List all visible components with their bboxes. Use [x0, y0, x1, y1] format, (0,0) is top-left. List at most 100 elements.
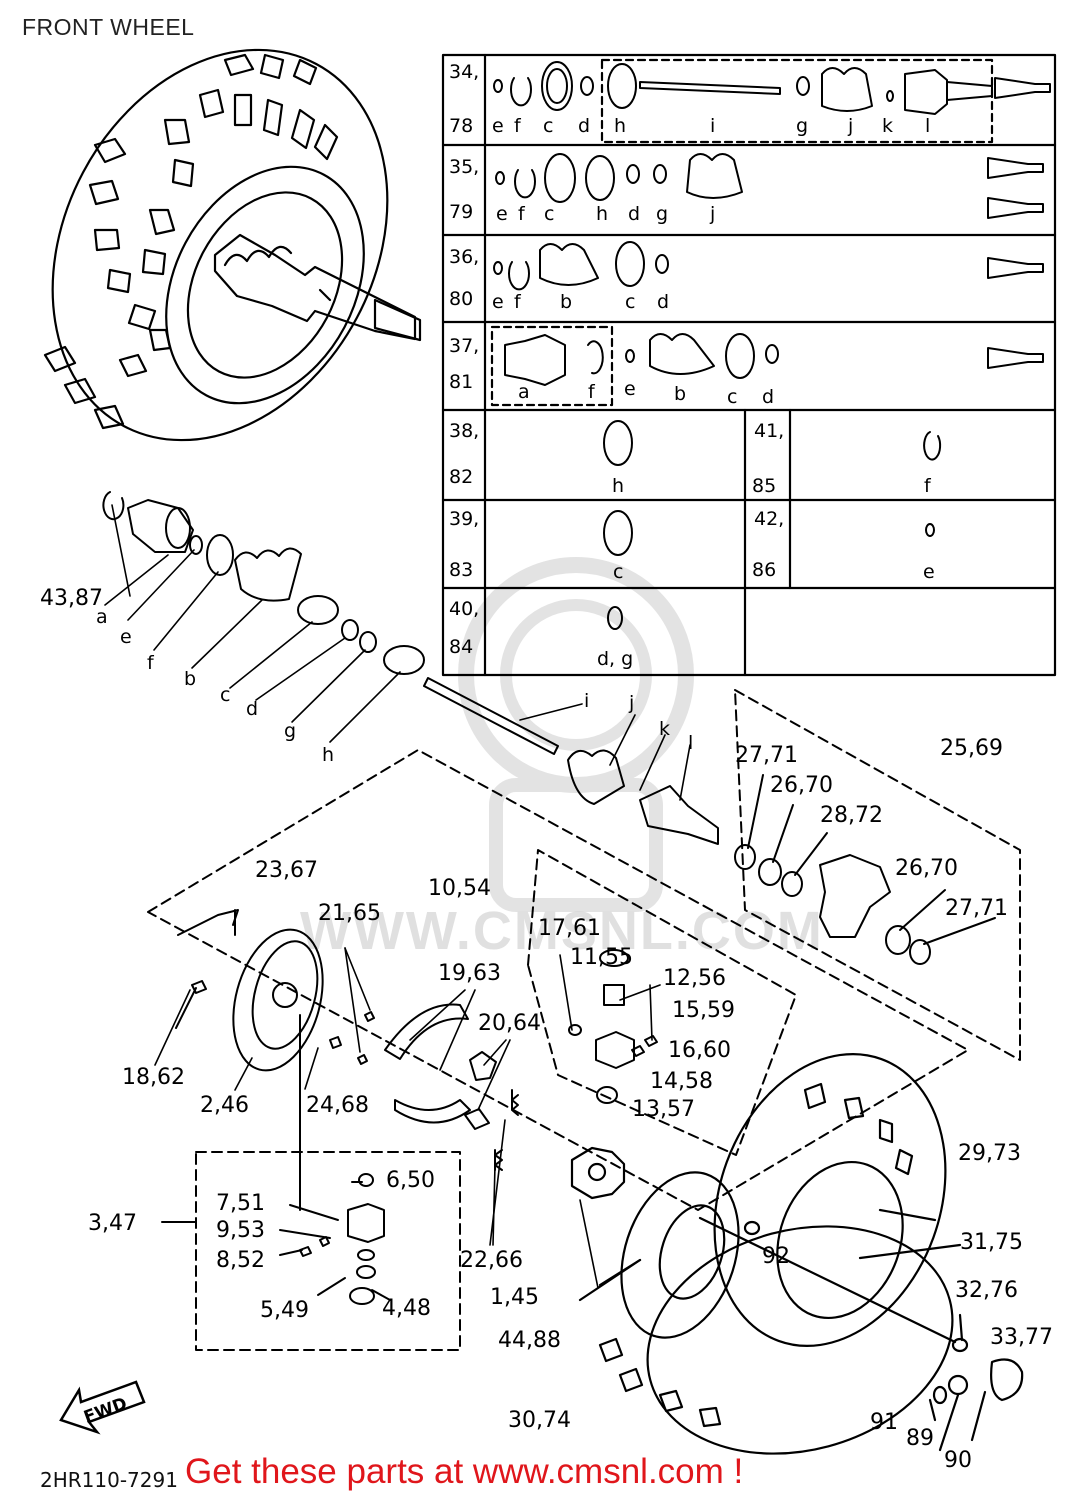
- callout: 7,51: [216, 1191, 265, 1216]
- callout: k: [659, 718, 671, 740]
- callout: 43,87: [40, 586, 103, 611]
- table-letter: d: [628, 203, 641, 225]
- table-letter: g: [656, 203, 669, 225]
- callout: e: [120, 626, 132, 648]
- callout: 6,50: [386, 1168, 435, 1193]
- callout: 44,88: [498, 1328, 561, 1353]
- table-ref: 37,: [449, 335, 480, 357]
- callout: 92: [762, 1244, 790, 1269]
- knuckle-group: [734, 689, 1021, 1061]
- callout: 33,77: [990, 1325, 1053, 1350]
- table-ref: 86: [752, 559, 777, 581]
- table-part-sketches: [493, 61, 1051, 630]
- table-letter: e: [923, 561, 935, 583]
- callout: 28,72: [820, 803, 883, 828]
- table-ref: 81: [449, 371, 474, 393]
- callout: 32,76: [955, 1278, 1018, 1303]
- table-ref: 36,: [449, 246, 480, 268]
- callout: 27,71: [945, 896, 1008, 921]
- callout: 1,45: [490, 1285, 539, 1310]
- table-letter: b: [674, 383, 687, 405]
- table-ref: 34,: [449, 61, 480, 83]
- table-ref: 80: [449, 288, 474, 310]
- table-ref: 42,: [754, 508, 785, 530]
- callout: 19,63: [438, 961, 501, 986]
- table-letter: f: [588, 381, 595, 403]
- letter-leaders: [104, 504, 691, 801]
- callout: 27,71: [735, 743, 798, 768]
- callout: 14,58: [650, 1069, 713, 1094]
- table-letter: l: [925, 115, 931, 137]
- camshaft-group: [568, 949, 658, 1104]
- callout: 5,49: [260, 1298, 309, 1323]
- table-ref: 78: [449, 115, 474, 137]
- table-ref: 82: [449, 466, 474, 488]
- callout: 9,53: [216, 1218, 265, 1243]
- table-letter: c: [613, 561, 624, 583]
- table-letter: e: [492, 291, 504, 313]
- callout: 89: [906, 1426, 934, 1451]
- table-letter: f: [518, 203, 525, 225]
- table-letter: i: [710, 115, 716, 137]
- callout: 11,55: [570, 945, 633, 970]
- callout: 22,66: [460, 1248, 523, 1273]
- table-letter: f: [924, 475, 931, 497]
- callout: l: [688, 732, 694, 754]
- callout: j: [629, 692, 635, 714]
- callout: 12,56: [663, 966, 726, 991]
- table-letter: h: [612, 475, 625, 497]
- table-letter: c: [543, 115, 554, 137]
- table-letter: f: [514, 115, 521, 137]
- callout: 26,70: [895, 856, 958, 881]
- callout: a: [96, 606, 108, 628]
- sub-assembly-box: [161, 1151, 461, 1351]
- table-letter: h: [596, 203, 609, 225]
- callout: f: [147, 652, 154, 674]
- callout: d: [246, 698, 259, 720]
- watermark-text: WWW.CMSNL.COM: [300, 901, 824, 961]
- table-letter: e: [492, 115, 504, 137]
- callout: b: [184, 668, 197, 690]
- callout: 30,74: [508, 1408, 571, 1433]
- callout: 4,48: [382, 1296, 431, 1321]
- table-letter: k: [882, 115, 894, 137]
- drawing-code: 2HR110-7291: [40, 1468, 178, 1492]
- callout: 16,60: [668, 1038, 731, 1063]
- table-letter: d: [657, 291, 670, 313]
- table-ref: 38,: [449, 420, 480, 442]
- table-ref: 79: [449, 201, 474, 223]
- cv-joint-exploded: [102, 491, 719, 845]
- table-letter: f: [514, 291, 521, 313]
- callout: g: [284, 720, 297, 742]
- table-letter: e: [496, 203, 508, 225]
- table-letter: a: [518, 381, 530, 403]
- callout: h: [322, 744, 335, 766]
- page-title: FRONT WHEEL: [22, 14, 195, 40]
- upper-tire-assembly: [43, 48, 422, 442]
- table-letter: d, g: [597, 648, 634, 670]
- callout: 24,68: [306, 1093, 369, 1118]
- fwd-arrow-icon: FWD: [59, 1380, 146, 1435]
- table-letter: d: [578, 115, 591, 137]
- table-letter: j: [710, 203, 716, 225]
- callout: 17,61: [538, 916, 601, 941]
- number-leaders: [154, 947, 661, 1289]
- table-letter: c: [727, 386, 738, 408]
- promo-link[interactable]: Get these parts at www.cmsnl.com !: [185, 1452, 744, 1491]
- callout: 10,54: [428, 876, 491, 901]
- callout: 13,57: [632, 1097, 695, 1122]
- callout: 31,75: [960, 1230, 1023, 1255]
- table-letter: d: [762, 386, 775, 408]
- table-letter: c: [544, 203, 555, 225]
- callout: 20,64: [478, 1011, 541, 1036]
- table-letter: j: [848, 115, 854, 137]
- brake-parts: [175, 909, 519, 1211]
- table-ref: 84: [449, 636, 474, 658]
- callout: 25,69: [940, 736, 1003, 761]
- table-ref: 39,: [449, 508, 480, 530]
- table-ref: 35,: [449, 156, 480, 178]
- callout: 90: [944, 1448, 972, 1473]
- callout: 18,62: [122, 1065, 185, 1090]
- table-ref: 85: [752, 475, 777, 497]
